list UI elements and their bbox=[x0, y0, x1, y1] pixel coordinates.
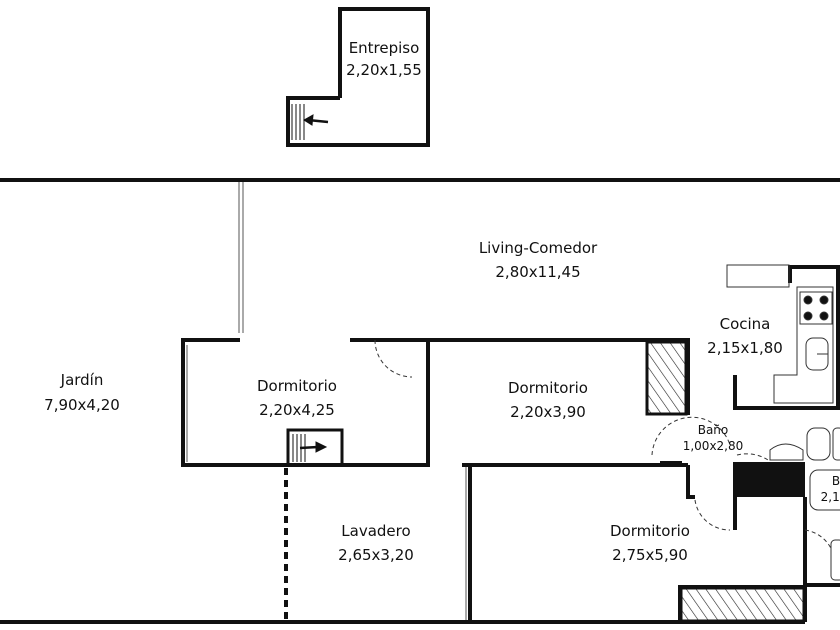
door-swings bbox=[374, 339, 836, 566]
room-name: Dormitorio bbox=[508, 379, 588, 397]
room-name: Cocina bbox=[720, 315, 771, 333]
room-size: 2,65x3,20 bbox=[338, 546, 414, 564]
room-size: 2,15x1,80 bbox=[707, 339, 783, 357]
room-cocina: Cocina 2,15x1,80 bbox=[707, 315, 783, 357]
closet-hatch-lower bbox=[681, 588, 804, 621]
room-size: 2,75x5,90 bbox=[612, 546, 688, 564]
black-wall-block bbox=[733, 462, 805, 497]
room-name: Lavadero bbox=[341, 522, 410, 540]
stair-icon bbox=[286, 428, 344, 463]
room-entrepiso: Entrepiso 2,20x1,55 bbox=[346, 39, 422, 79]
room-name: Jardín bbox=[60, 371, 104, 389]
room-living-comedor: Living-Comedor 2,80x11,45 bbox=[479, 239, 598, 281]
room-dormitorio-1: Dormitorio 2,20x4,25 bbox=[257, 377, 337, 419]
room-jardin: Jardín 7,90x4,20 bbox=[44, 371, 120, 414]
room-name: B bbox=[832, 474, 840, 488]
closet-hatch bbox=[645, 340, 688, 416]
room-name: Dormitorio bbox=[257, 377, 337, 395]
room-bano: Baño 1,00x2,80 bbox=[683, 423, 744, 453]
room-size: 7,90x4,20 bbox=[44, 396, 120, 414]
interior-walls bbox=[181, 265, 840, 622]
room-name: Dormitorio bbox=[610, 522, 690, 540]
room-name: Entrepiso bbox=[349, 39, 420, 57]
room-size: 2,80x11,45 bbox=[495, 263, 580, 281]
bathroom-fixtures bbox=[769, 427, 840, 581]
entrepiso-walls bbox=[286, 7, 430, 147]
room-dormitorio-3: Dormitorio 2,75x5,90 bbox=[610, 522, 690, 564]
room-size: 2,20x4,25 bbox=[259, 401, 335, 419]
outer-walls bbox=[0, 178, 840, 624]
room-size: 2,10 bbox=[821, 490, 840, 504]
room-dormitorio-2: Dormitorio 2,20x3,90 bbox=[508, 379, 588, 421]
room-name: Living-Comedor bbox=[479, 239, 598, 257]
room-size: 1,00x2,80 bbox=[683, 439, 744, 453]
room-name: Baño bbox=[698, 423, 729, 437]
room-size: 2,20x3,90 bbox=[510, 403, 586, 421]
stair-icon bbox=[291, 104, 329, 140]
kitchen-fixtures bbox=[726, 264, 834, 404]
room-lavadero: Lavadero 2,65x3,20 bbox=[338, 522, 414, 564]
room-size: 2,20x1,55 bbox=[346, 61, 422, 79]
room-bano-2: B 2,10 bbox=[821, 474, 840, 504]
